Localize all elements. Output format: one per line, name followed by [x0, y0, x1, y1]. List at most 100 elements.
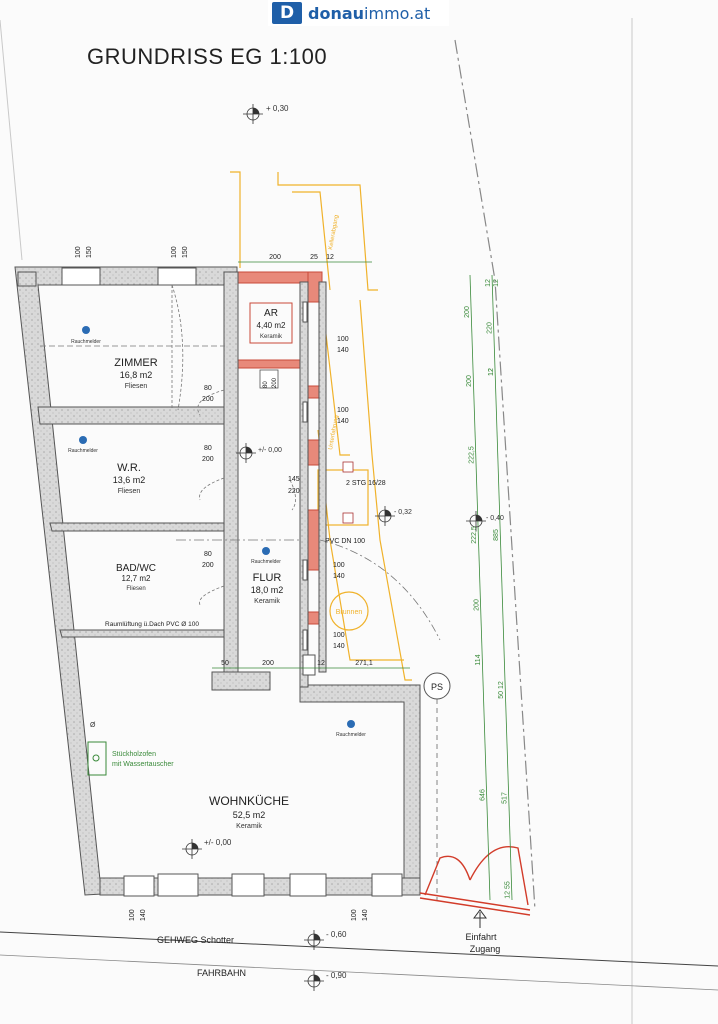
- room-flur-area: 18,0 m2: [251, 585, 284, 595]
- door-2-height: 200: [202, 456, 214, 463]
- room-ar-floor: Keramik: [260, 334, 283, 340]
- gehweg-label: GEHWEG Schotter: [157, 935, 234, 945]
- dim-right-top-a: 12: [485, 279, 492, 287]
- smoke-detectors: [79, 326, 355, 728]
- right-dimension-labels: 200 200 222,5 222,5 200 114 646 12 220 12 885 50 12…: [464, 279, 511, 899]
- window-3-width: 100: [333, 562, 345, 569]
- dim-right-col1-2: 222,5: [469, 446, 476, 464]
- door-swings: [40, 284, 441, 641]
- dim-flur-a: 50: [221, 660, 229, 667]
- stove-label-line1: Stückholzofen: [112, 751, 156, 758]
- room-bad-name: BAD/WC: [116, 563, 156, 574]
- level-stg: - 0,32: [394, 509, 412, 516]
- ps-label: PS: [431, 682, 443, 692]
- door-5-height: 200: [272, 377, 278, 388]
- door-4-height: 220: [288, 488, 300, 495]
- dim-top-span-a: 200: [269, 254, 281, 261]
- door-3-height: 200: [202, 562, 214, 569]
- plot-boundary: [454, 39, 536, 911]
- brunnen-label: Brunnen: [336, 609, 363, 616]
- dim-flur-c: 12: [317, 660, 325, 667]
- room-zimmer-floor: Fliesen: [125, 383, 148, 390]
- dim-right-col1-1: 200: [466, 375, 473, 387]
- dim-top-left-b: 150: [86, 246, 93, 258]
- level-gehweg: - 0,60: [326, 930, 347, 939]
- door-1-height: 200: [202, 396, 214, 403]
- room-ar-area: 4,40 m2: [257, 321, 286, 330]
- entrance-label-line1: Einfahrt: [465, 932, 497, 942]
- window-3-height: 140: [333, 573, 345, 580]
- dim-flur-b: 200: [262, 660, 274, 667]
- dim-right-col1-3: 222,5: [471, 526, 478, 544]
- entrance-label-line2: Zugang: [470, 944, 501, 954]
- room-bad-floor: Fliesen: [126, 586, 145, 592]
- page-title: GRUNDRISS EG 1:100: [87, 44, 328, 69]
- smoke-label-3: Rauchmelder: [251, 559, 281, 565]
- window-1-width: 100: [337, 336, 349, 343]
- dim-top-mid-a: 100: [171, 246, 178, 258]
- kellerabgang-label: Kellerabgang: [328, 214, 340, 250]
- door-5-width: 80: [263, 381, 269, 388]
- door-4-width: 145: [288, 476, 300, 483]
- window-4-height: 140: [333, 643, 345, 650]
- room-wr-name: W.R.: [117, 462, 141, 474]
- dim-right-col2-2: 12: [488, 368, 495, 376]
- smoke-label-1: Rauchmelder: [71, 339, 101, 345]
- dim-top-span-b: 25: [310, 254, 318, 261]
- brand-logo[interactable]: D donauimmo.at: [268, 0, 449, 26]
- level-kitchen: +/- 0,00: [204, 838, 232, 847]
- ventilation-note: Raumlüftung ü.Dach PVC Ø 100: [105, 621, 199, 628]
- dim-right-col1-0: 200: [464, 306, 471, 318]
- dim-top-span-c: 12: [326, 254, 334, 261]
- dim-right-col2-5: 517: [502, 792, 509, 804]
- door-3-width: 80: [204, 551, 212, 558]
- dim-right-col1-6: 646: [479, 789, 486, 801]
- door-1-width: 80: [204, 385, 212, 392]
- gehweg-edge: [0, 931, 718, 967]
- dim-bottom-c: 100: [351, 909, 358, 921]
- brand-mark-icon: D: [272, 2, 302, 24]
- room-ar-name: AR: [264, 308, 278, 319]
- room-zimmer-name: ZIMMER: [114, 357, 157, 369]
- room-wr-floor: Fliesen: [118, 488, 141, 495]
- room-flur-floor: Keramik: [254, 598, 280, 605]
- brand-name-thin: immo.at: [364, 3, 431, 23]
- window-4-width: 100: [333, 632, 345, 639]
- unterfahrung-label: Unterfahrung: [328, 415, 340, 451]
- dim-top-left-a: 100: [75, 246, 82, 258]
- dim-right-col2-6: 12 55: [505, 881, 512, 899]
- dim-right-col2-1: 220: [487, 322, 494, 334]
- window-2-width: 100: [337, 407, 349, 414]
- dim-right-col2-0: 12: [488, 368, 495, 376]
- brand-name: donauimmo.at: [308, 4, 430, 23]
- entrance-gate: [419, 846, 531, 916]
- room-kueche-area: 52,5 m2: [233, 810, 266, 820]
- fahrbahn-label: FAHRBAHN: [197, 968, 246, 978]
- level-top: + 0,30: [266, 104, 289, 113]
- room-flur-name: FLUR: [253, 572, 282, 584]
- level-flur: +/- 0,00: [258, 447, 282, 454]
- room-bad-area: 12,7 m2: [122, 574, 151, 583]
- room-wr-area: 13,6 m2: [113, 475, 146, 485]
- dim-right-col1-4: 200: [473, 599, 480, 611]
- level-outside: - 0,40: [486, 515, 504, 522]
- dim-top-mid-b: 150: [182, 246, 189, 258]
- dim-right-col2-4: 50 12: [498, 681, 505, 699]
- window-1-height: 140: [337, 347, 349, 354]
- room-zimmer-area: 16,8 m2: [120, 370, 153, 380]
- dim-flur-d: 271,1: [355, 660, 373, 667]
- level-fahrbahn: - 0,90: [326, 971, 347, 980]
- stairs-label: 2 STG 16/28: [346, 480, 386, 487]
- dim-right-col2-3: 885: [493, 529, 500, 541]
- dim-bottom-a: 100: [129, 909, 136, 921]
- window-2-height: 140: [337, 418, 349, 425]
- window-openings: [61, 267, 403, 897]
- dim-bottom-d: 140: [362, 909, 369, 921]
- brand-name-bold: donau: [308, 3, 365, 23]
- dim-right-col1-5: 114: [475, 654, 482, 665]
- chimney-symbol: Ø: [90, 722, 96, 729]
- stove-label-line2: mit Wassertauscher: [112, 761, 174, 768]
- dim-right-top-b: 12: [493, 279, 500, 287]
